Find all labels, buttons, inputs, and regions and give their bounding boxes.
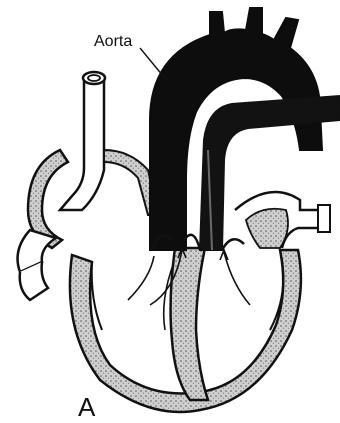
aorta-leader-line [140,48,168,82]
inferior-vena-cava [18,230,56,300]
aorta-label-group: Aorta [94,33,168,82]
left-atrium [235,192,330,248]
superior-vena-cava [60,72,105,210]
aorta-label: Aorta [94,33,132,50]
panel-label: A [78,392,96,422]
